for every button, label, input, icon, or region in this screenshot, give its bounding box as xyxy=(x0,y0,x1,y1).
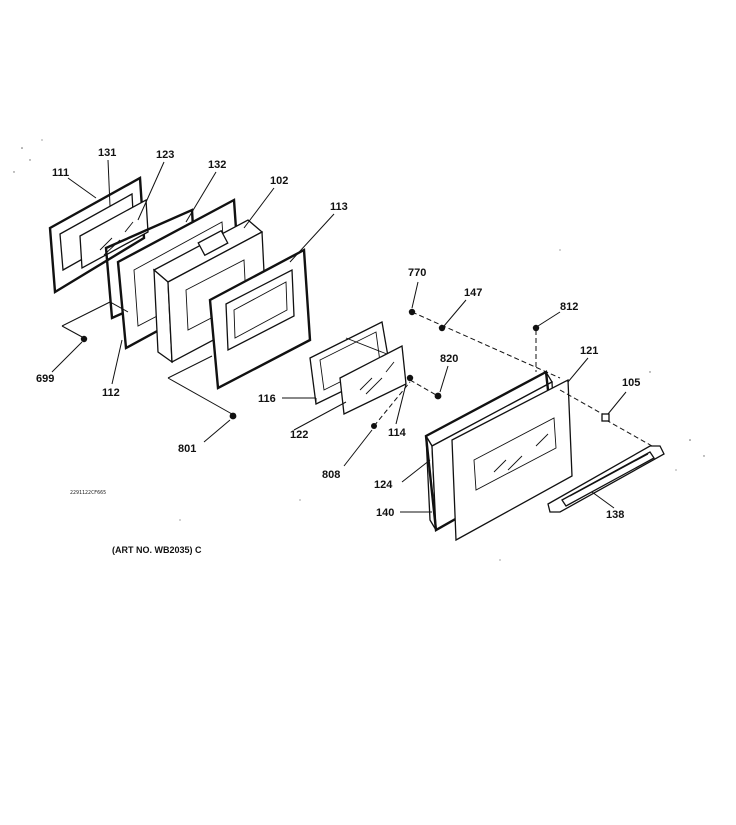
label-131: 131 xyxy=(98,147,116,159)
label-116: 116 xyxy=(258,393,276,405)
label-122: 122 xyxy=(290,429,308,441)
figure-code: 2291122CF665 xyxy=(70,490,106,496)
clip-114-dot xyxy=(406,374,414,382)
label-808: 808 xyxy=(322,469,340,481)
label-812: 812 xyxy=(560,301,578,313)
label-113: 113 xyxy=(330,201,348,213)
label-138: 138 xyxy=(606,509,624,521)
label-123: 123 xyxy=(156,149,174,161)
screw-812-dot xyxy=(532,324,540,332)
label-124: 124 xyxy=(374,479,393,491)
label-770: 770 xyxy=(408,267,426,279)
label-112: 112 xyxy=(102,387,120,399)
screw-808-dot xyxy=(371,423,377,429)
label-111: 111 xyxy=(52,167,69,179)
art-number-caption: (ART NO. WB2035) C xyxy=(112,545,202,555)
door-handle-138 xyxy=(547,445,665,513)
outer-glass-121 xyxy=(451,378,573,542)
glass-frame-113 xyxy=(208,248,312,390)
label-140: 140 xyxy=(376,507,394,519)
label-102: 102 xyxy=(270,175,288,187)
clip-105-square xyxy=(601,413,610,422)
label-114: 114 xyxy=(388,427,407,439)
screw-699-dot xyxy=(80,335,88,343)
label-801: 801 xyxy=(178,443,196,455)
label-105: 105 xyxy=(622,377,640,389)
label-820: 820 xyxy=(440,353,458,365)
label-699: 699 xyxy=(36,373,54,385)
label-121: 121 xyxy=(580,345,598,357)
screw-801-dot xyxy=(229,412,237,420)
label-132: 132 xyxy=(208,159,226,171)
scan-specks xyxy=(13,139,705,561)
label-147: 147 xyxy=(464,287,482,299)
